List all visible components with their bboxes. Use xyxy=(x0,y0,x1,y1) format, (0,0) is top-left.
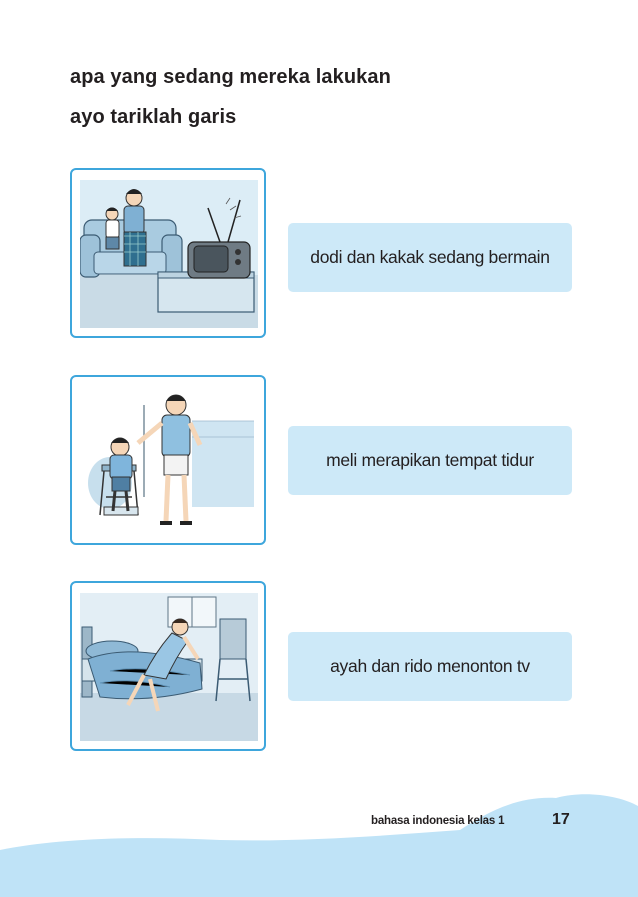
picture-card-making-bed[interactable] xyxy=(70,581,266,751)
statement-card-1[interactable]: dodi dan kakak sedang bermain xyxy=(288,223,572,292)
instruction-line-2: ayo tariklah garis xyxy=(70,106,237,128)
father-and-son-illustration xyxy=(80,387,258,535)
statement-card-3[interactable]: ayah dan rido menonton tv xyxy=(288,632,572,701)
statement-card-2[interactable]: meli merapikan tempat tidur xyxy=(288,426,572,495)
instruction-line-1: apa yang sedang mereka lakukan xyxy=(70,66,391,88)
making-bed-illustration xyxy=(80,593,258,741)
footer-cloud-decoration xyxy=(0,794,638,897)
page-number: 17 xyxy=(552,811,570,828)
watching-tv-illustration xyxy=(80,180,258,328)
book-title: bahasa indonesia kelas 1 xyxy=(371,815,505,827)
picture-card-father-son[interactable] xyxy=(70,375,266,545)
picture-card-watching-tv[interactable] xyxy=(70,168,266,338)
